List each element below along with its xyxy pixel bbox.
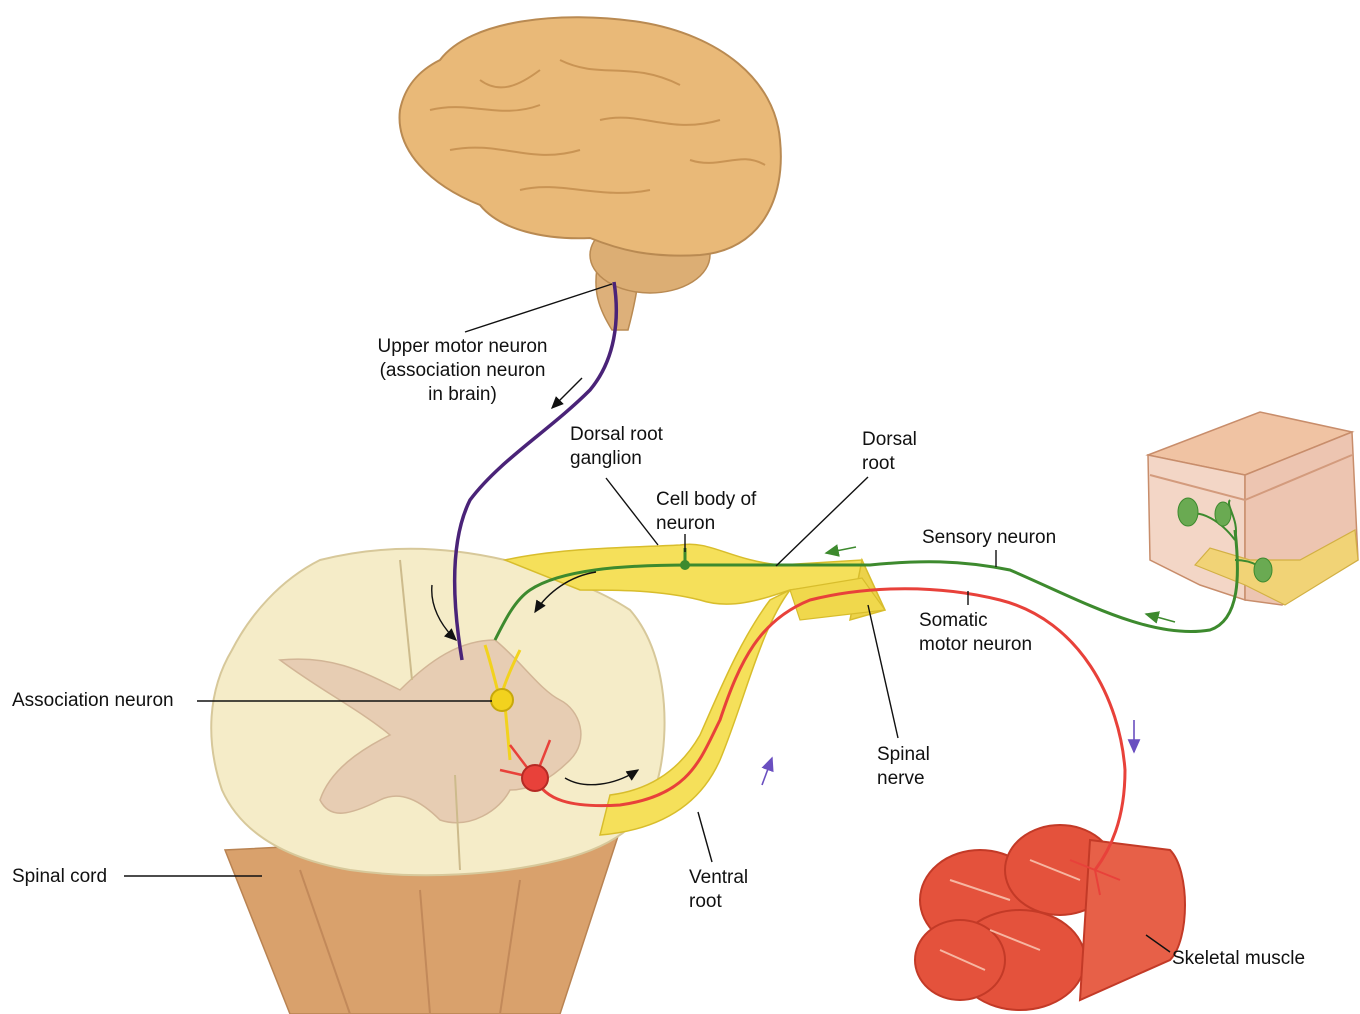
somatic-motor-neuron-label: Somatic motor neuron <box>919 609 1032 657</box>
dorsal-root-line-1: Dorsal <box>862 428 917 452</box>
upper-motor-neuron-label: Upper motor neuron (association neuron i… <box>360 335 565 407</box>
association-neuron-cell-body <box>491 689 513 711</box>
cell-body-of-neuron-label: Cell body of neuron <box>656 488 756 536</box>
skeletal-muscle-illustration <box>915 825 1185 1010</box>
skeletal-muscle-label: Skeletal muscle <box>1172 947 1305 971</box>
spinal-cord <box>211 549 664 1014</box>
dorsal-root-ganglion-label: Dorsal root ganglion <box>570 423 663 471</box>
dorsal-root-ganglion-line-2: ganglion <box>570 447 663 471</box>
spinal-nerve-line-1: Spinal <box>877 743 930 767</box>
upper-motor-neuron-line-3: in brain) <box>360 383 565 407</box>
spinal-nerve-line-2: nerve <box>877 767 930 791</box>
somatic-motor-neuron-cell-body <box>522 765 548 791</box>
ventral-root-label: Ventral root <box>689 866 748 914</box>
upper-motor-neuron-line-1: Upper motor neuron <box>360 335 565 359</box>
cell-body-line-1: Cell body of <box>656 488 756 512</box>
brain <box>400 17 781 330</box>
arrow-sensory-skin <box>1146 614 1175 622</box>
sensory-neuron-label: Sensory neuron <box>922 526 1056 550</box>
arrow-ventral-root <box>762 758 772 785</box>
dorsal-root-ganglion-line-1: Dorsal root <box>570 423 663 447</box>
somatic-motor-line-2: motor neuron <box>919 633 1032 657</box>
upper-motor-neuron-line-2: (association neuron <box>360 359 565 383</box>
ventral-root-line-1: Ventral <box>689 866 748 890</box>
somatic-motor-line-1: Somatic <box>919 609 1032 633</box>
ventral-root-line-2: root <box>689 890 748 914</box>
association-neuron-label: Association neuron <box>12 689 174 713</box>
dorsal-root-label: Dorsal root <box>862 428 917 476</box>
cell-body-line-2: neuron <box>656 512 756 536</box>
dorsal-root-line-2: root <box>862 452 917 476</box>
spinal-nerve-label: Spinal nerve <box>877 743 930 791</box>
arrow-sensory-dorsal <box>826 547 856 553</box>
spinal-cord-label: Spinal cord <box>12 865 107 889</box>
